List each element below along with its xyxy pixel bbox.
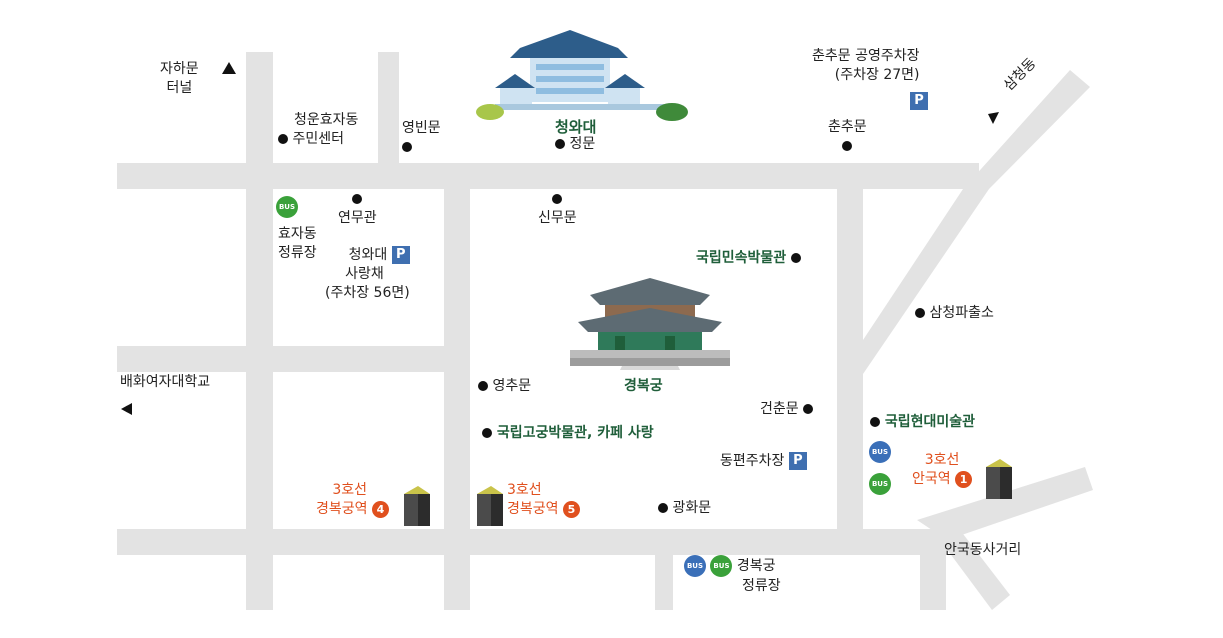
- chunchumun-parking-label: 춘추문 공영주차장 (주차장 27면): [812, 48, 920, 83]
- subway-icon-anguk: [986, 459, 1012, 499]
- arrow-left-icon: [121, 403, 132, 415]
- arrow-up-icon: [222, 62, 236, 74]
- jahamun-tunnel-label: 자하문 터널: [160, 61, 199, 96]
- parking-icon: P: [788, 452, 807, 470]
- road-anguk-south-diagonal: [940, 530, 1010, 610]
- road-v-378: [378, 52, 399, 189]
- chunchumun-label: 춘추문: [828, 118, 867, 156]
- gyeongbokgung-illustration: [570, 278, 730, 370]
- bus-stop-icon: BUS: [710, 555, 733, 577]
- yeonmugwan-label: 연무관: [338, 190, 377, 228]
- hyoja-center-label: 청운효자동 주민센터: [278, 111, 358, 149]
- gb5-station-label: 3호선 경복궁역 5: [507, 481, 580, 519]
- parking-icon: P: [910, 92, 928, 110]
- gb-stop-label: BUS BUS 경복궁 정류장: [684, 555, 781, 596]
- marker-dot: [555, 139, 565, 149]
- road-bottom: [117, 529, 947, 555]
- samcheong-police-label: 삼청파출소: [915, 304, 994, 323]
- folk-museum-label: 국립민속박물관: [696, 249, 802, 268]
- road-v-444: [444, 163, 470, 610]
- marker-dot: [658, 503, 668, 513]
- gwanghwamun-label: 광화문: [658, 499, 711, 518]
- marker-dot: [803, 404, 814, 414]
- anguk-intersection-label: 안국동사거리: [944, 542, 1022, 558]
- yeongchumun-label: 영추문: [478, 377, 531, 396]
- anguk-station-label: 3호선 안국역 1: [912, 451, 973, 489]
- road-samcheong-diagonal: [863, 70, 1090, 374]
- jeongmun-label: 정문: [555, 135, 595, 154]
- marker-dot: [791, 253, 802, 263]
- roads: [117, 52, 1093, 610]
- cheongwadae-illustration: [476, 30, 688, 121]
- road-middle-west: [117, 346, 469, 372]
- marker-dot: [278, 134, 288, 144]
- marker-dot: [478, 381, 488, 391]
- road-v-837: [837, 163, 863, 555]
- mmca-label: 국립현대미술관: [870, 413, 975, 432]
- exit-number-badge: 1: [955, 470, 973, 488]
- sinmumun-label: 신무문: [538, 190, 577, 228]
- marker-dot: [552, 194, 563, 204]
- road-anguk-diagonal: [917, 467, 1093, 540]
- gb4-station-label: 3호선 경복궁역 4: [316, 481, 389, 519]
- bus-stop-icon: BUS: [869, 473, 891, 495]
- marker-dot: [482, 428, 492, 438]
- exit-number-badge: 5: [562, 500, 580, 518]
- exit-number-badge: 4: [371, 500, 389, 518]
- sarangchae-label: 청와대 P 사랑채 (주차장 56면): [325, 246, 410, 301]
- road-v-246: [246, 52, 273, 610]
- marker-dot: [870, 417, 880, 427]
- road-v-920: [920, 529, 946, 610]
- subway-icon-gb4: [404, 486, 430, 526]
- marker-dot: [402, 142, 412, 152]
- bus-stop-icon: BUS: [684, 555, 706, 577]
- road-v-655: [655, 529, 673, 610]
- geonchunmun-label: 건춘문: [760, 400, 814, 419]
- yeongbinmun-label: 영빈문: [402, 119, 441, 157]
- hyojadong-stop-label: 효자동 정류장: [278, 226, 317, 261]
- marker-dot: [842, 141, 853, 151]
- parking-icon: P: [391, 246, 410, 264]
- east-parking-label: 동편주차장 P: [720, 452, 807, 471]
- subway-icon-gb5: [477, 486, 503, 526]
- marker-dot: [352, 194, 363, 204]
- gyeongbokgung-label: 경복궁: [624, 378, 663, 394]
- bus-stop-icon: BUS: [869, 441, 891, 463]
- baehwa-label: 배화여자대학교: [120, 374, 211, 390]
- marker-dot: [915, 308, 925, 318]
- palace-museum-label: 국립고궁박물관, 카페 사랑: [482, 424, 654, 443]
- bus-stop-icon: BUS: [276, 196, 298, 218]
- arrow-down-left-icon: [988, 112, 999, 124]
- cheongwadae-label: 청와대: [555, 118, 597, 136]
